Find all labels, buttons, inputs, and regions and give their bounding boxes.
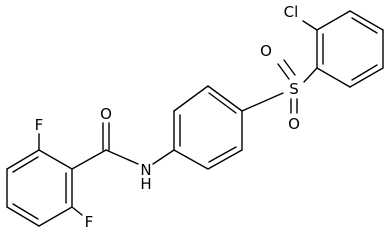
atom-o-sulfonyl-top: O <box>260 42 272 60</box>
bond <box>277 63 290 80</box>
bond <box>71 206 83 216</box>
bond <box>351 17 378 34</box>
bond <box>38 206 73 227</box>
bond <box>351 64 378 81</box>
bond <box>316 67 351 88</box>
atom-o-carbonyl: O <box>100 105 112 123</box>
bond <box>283 59 296 76</box>
bond <box>12 156 39 173</box>
bond <box>349 10 384 31</box>
atom-h: H <box>140 175 151 193</box>
bond <box>12 203 39 220</box>
bond <box>303 67 318 83</box>
bond <box>105 149 139 165</box>
bond <box>173 149 209 170</box>
bond <box>208 146 237 163</box>
chlorophenyl-ring <box>316 10 384 88</box>
bond <box>349 67 384 88</box>
bond <box>173 85 209 112</box>
bond <box>208 92 237 114</box>
bond <box>316 10 351 31</box>
carbonyl-group <box>102 122 110 151</box>
bond <box>207 85 243 112</box>
bond <box>6 206 40 227</box>
bond <box>302 20 318 31</box>
atom-cl: Cl <box>284 3 299 21</box>
atom-o-sulfonyl-bottom: O <box>288 115 300 133</box>
bond <box>152 149 175 165</box>
bond <box>38 149 73 170</box>
phenylene-ring <box>173 85 243 170</box>
bond <box>241 92 284 112</box>
bond <box>71 149 107 170</box>
atom-f-top: F <box>35 116 44 134</box>
atom-n: N <box>140 161 151 179</box>
bond <box>6 149 40 170</box>
bond <box>207 149 243 170</box>
atom-s: S <box>289 80 299 98</box>
sulfonyl-group <box>277 59 298 114</box>
difluorophenyl-ring <box>6 149 73 227</box>
atom-f-bottom: F <box>85 213 94 231</box>
